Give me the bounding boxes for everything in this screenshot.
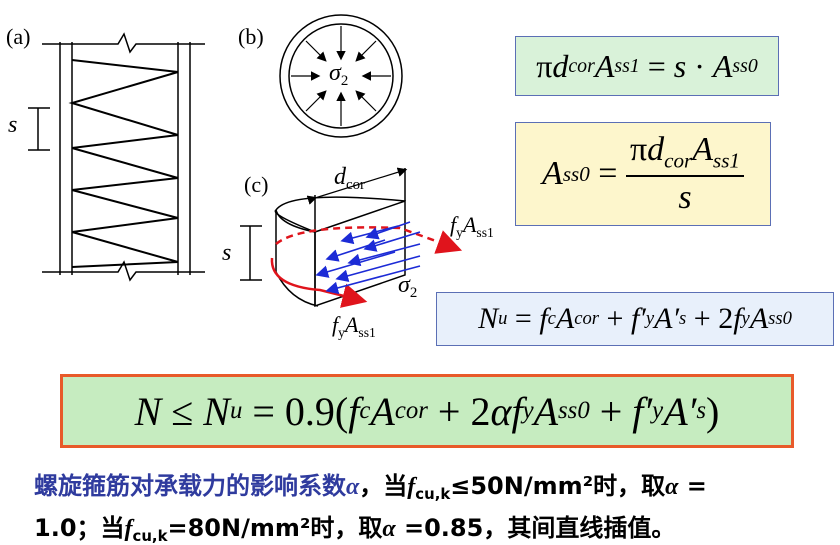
figure-c-label: (c) [244,172,269,197]
core-diameter-label: dcor [334,164,365,194]
figure-b-label: (b) [238,24,264,49]
hoop-tension-arrows [270,226,463,308]
sigma-label-b: σ2 [329,60,349,90]
tension-label-bottom: fyAss1 [332,312,376,340]
area-fraction: πdcorAss1 s [625,131,744,217]
spacing-label-c: s [222,240,232,266]
sigma-label-c: σ2 [398,272,418,302]
cross-section-figure [279,14,403,138]
note-line-2: 1.0；当fcu,k=80N/mm²时，取α =0.85，其间直线插值。 [34,514,676,545]
spacing-label-a: s [8,112,18,138]
figure-a-label: (a) [6,24,31,49]
spiral-column-figure [28,32,205,282]
confining-pressure-arrows [315,221,421,295]
tension-label-right: fyAss1 [450,212,494,240]
note-line-1: 螺旋箍筋对承载力的影响系数α，当fcu,k≤50N/mm²时，取α = [34,472,707,504]
